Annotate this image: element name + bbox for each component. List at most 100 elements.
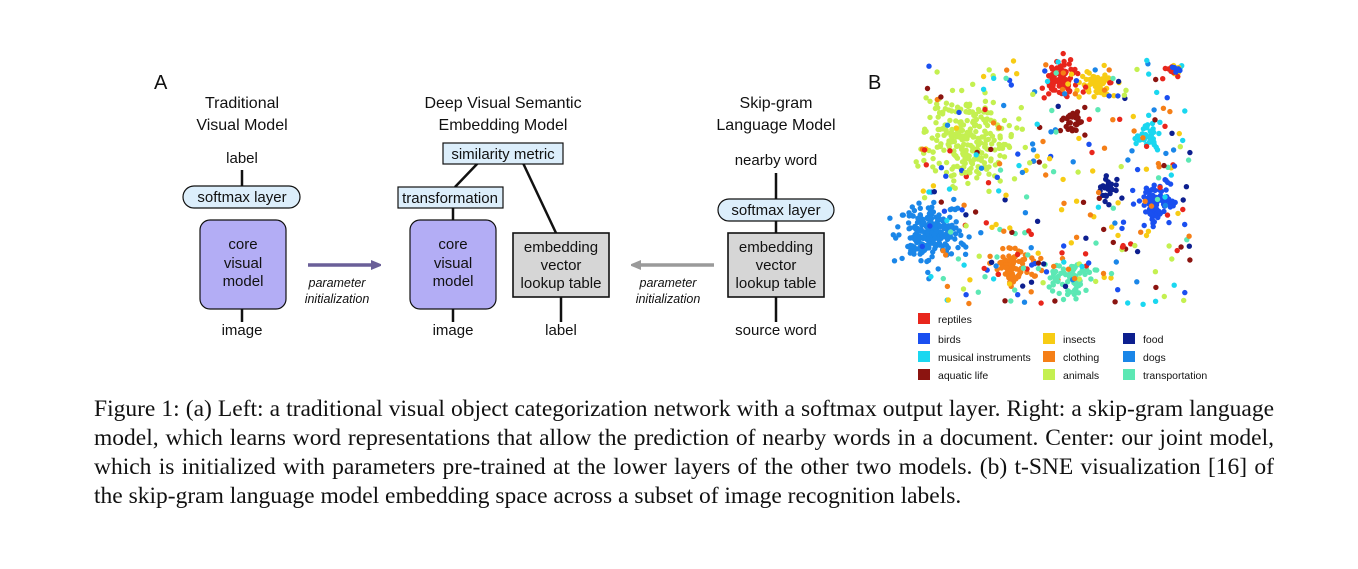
tsne-point — [1061, 58, 1067, 65]
tsne-point — [941, 208, 948, 214]
tsne-point — [988, 146, 994, 153]
tsne-point — [1108, 186, 1114, 192]
tsne-point — [1110, 117, 1116, 123]
tsne-point — [1003, 75, 1009, 82]
tsne-point — [1007, 225, 1013, 231]
tsne-point — [1155, 160, 1162, 167]
traditional-core-line2: visual — [224, 255, 262, 272]
devise-connector-sim-embedding — [521, 162, 558, 234]
tsne-point — [961, 202, 967, 208]
tsne-point — [1098, 78, 1104, 84]
skipgram-softmax-text: softmax layer — [731, 202, 820, 219]
tsne-point — [1143, 143, 1150, 150]
tsne-point — [1050, 282, 1057, 288]
legend-label: reptiles — [938, 314, 972, 326]
tsne-point — [1030, 147, 1037, 153]
tsne-point — [1111, 93, 1117, 99]
tsne-point — [949, 108, 955, 114]
tsne-point — [1132, 242, 1138, 249]
tsne-point — [959, 136, 965, 143]
traditional-core-line1: core — [228, 236, 257, 253]
skipgram-source-word-text: source word — [735, 322, 817, 339]
tsne-point — [1156, 208, 1162, 214]
tsne-point — [996, 188, 1002, 194]
tsne-point — [986, 188, 992, 194]
tsne-point — [1075, 70, 1081, 77]
tsne-point — [981, 265, 987, 272]
tsne-point — [1134, 166, 1141, 173]
tsne-point — [1038, 255, 1044, 262]
tsne-point — [1115, 78, 1122, 85]
tsne-point — [941, 132, 947, 138]
tsne-point — [958, 232, 964, 238]
tsne-point — [947, 148, 953, 154]
tsne-point — [942, 106, 949, 112]
tsne-point — [1182, 221, 1188, 228]
traditional-title-line2: Visual Model — [196, 117, 287, 134]
tsne-point — [928, 273, 934, 280]
tsne-point — [1053, 70, 1059, 76]
tsne-point — [953, 125, 960, 131]
tsne-point — [983, 220, 989, 226]
tsne-point — [1162, 123, 1168, 129]
tsne-point — [1102, 184, 1108, 190]
tsne-point — [969, 161, 976, 167]
tsne-point — [951, 178, 957, 184]
tsne-point — [986, 67, 992, 73]
tsne-point — [1149, 216, 1155, 222]
tsne-point — [909, 243, 915, 249]
tsne-point — [1089, 149, 1095, 156]
tsne-point — [1008, 298, 1014, 304]
tsne-point — [965, 109, 971, 115]
tsne-point — [1152, 269, 1159, 275]
tsne-point — [1082, 271, 1088, 278]
tsne-point — [1155, 175, 1162, 181]
tsne-point — [943, 100, 950, 106]
figure-caption: Figure 1: (a) Left: a traditional visual… — [94, 396, 1274, 509]
tsne-point — [1120, 219, 1127, 225]
tsne-point — [1086, 141, 1092, 147]
tsne-point — [1073, 198, 1080, 204]
tsne-point — [971, 156, 978, 162]
tsne-point — [1101, 226, 1107, 233]
tsne-point — [958, 122, 964, 128]
tsne-point — [1038, 300, 1044, 306]
tsne-point — [1136, 198, 1143, 204]
tsne-point — [1050, 268, 1056, 275]
tsne-point — [927, 205, 933, 212]
tsne-point — [938, 229, 944, 235]
tsne-point — [990, 99, 996, 106]
tsne-point — [970, 118, 977, 124]
tsne-point — [994, 254, 1000, 260]
tsne-point — [1013, 276, 1019, 282]
tsne-point — [887, 215, 893, 221]
tsne-point — [1186, 233, 1192, 239]
tsne-point — [1121, 92, 1128, 98]
tsne-point — [1021, 256, 1028, 262]
tsne-point — [1082, 251, 1089, 257]
tsne-point — [1042, 68, 1048, 74]
tsne-point — [943, 252, 949, 258]
tsne-point — [1050, 87, 1056, 93]
tsne-point — [1055, 278, 1061, 285]
tsne-point — [1056, 290, 1062, 297]
tsne-point — [1168, 172, 1175, 178]
devise-connector-sim-transform — [454, 162, 479, 188]
tsne-point — [1167, 204, 1174, 210]
tsne-point — [1068, 71, 1075, 77]
devise-emb-line1: embedding — [524, 239, 598, 256]
tsne-point — [1023, 194, 1030, 200]
tsne-point — [1119, 195, 1125, 201]
tsne-point — [1162, 194, 1168, 200]
tsne-point — [995, 271, 1002, 277]
diagram-panel-a: A Traditional Visual Model label softmax… — [154, 72, 836, 339]
tsne-point — [907, 225, 914, 231]
tsne-point — [1019, 126, 1025, 132]
tsne-point — [1029, 262, 1035, 268]
tsne-point — [1020, 265, 1027, 271]
tsne-point — [1130, 113, 1137, 120]
tsne-point — [905, 243, 911, 250]
tsne-point — [1019, 260, 1026, 267]
tsne-point — [1028, 289, 1034, 295]
